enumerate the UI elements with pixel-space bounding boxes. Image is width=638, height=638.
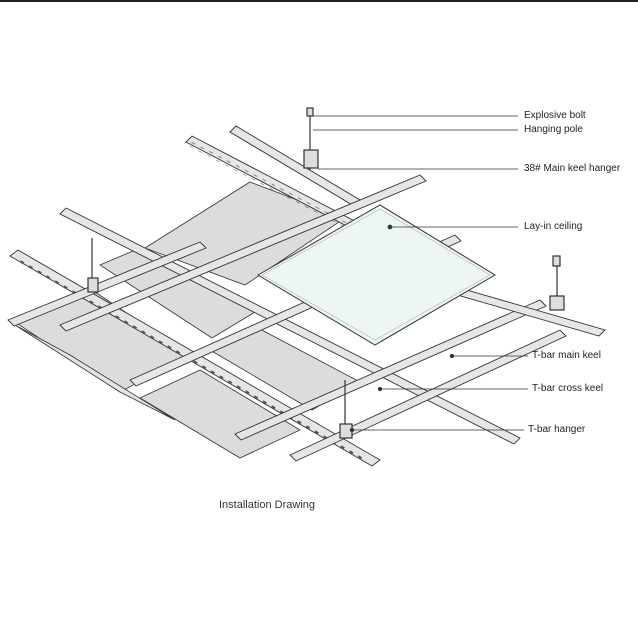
diagram-caption: Installation Drawing — [219, 499, 315, 511]
label-t-bar-hanger: T-bar hanger — [528, 424, 586, 435]
panel-bottom — [139, 369, 301, 459]
explosive-bolt-1 — [306, 107, 314, 117]
top-border — [0, 0, 638, 2]
cross-keel-3 — [234, 299, 547, 441]
label-t-bar-main-keel: T-bar main keel — [532, 350, 601, 361]
label-explosive-bolt: Explosive bolt — [524, 110, 586, 121]
label-main-keel-hanger: 38# Main keel hanger — [524, 163, 621, 174]
leader-lines — [313, 115, 528, 433]
hanging-poles — [87, 107, 565, 439]
main-keel-2 — [59, 207, 521, 445]
label-t-bar-cross-keel: T-bar cross keel — [532, 383, 604, 394]
ceiling-panels — [14, 181, 361, 459]
explosive-bolt-2 — [552, 255, 561, 267]
cross-keels — [7, 125, 567, 462]
cross-keel-5 — [7, 241, 207, 327]
label-hanging-pole: Hanging pole — [524, 124, 583, 135]
label-lay-in-ceiling: Lay-in ceiling — [524, 221, 583, 232]
panel-bottom-left — [14, 324, 176, 421]
lay-in-ceiling-panel — [257, 204, 496, 346]
cross-keel-1 — [59, 174, 427, 332]
cross-keel-4 — [289, 329, 567, 462]
